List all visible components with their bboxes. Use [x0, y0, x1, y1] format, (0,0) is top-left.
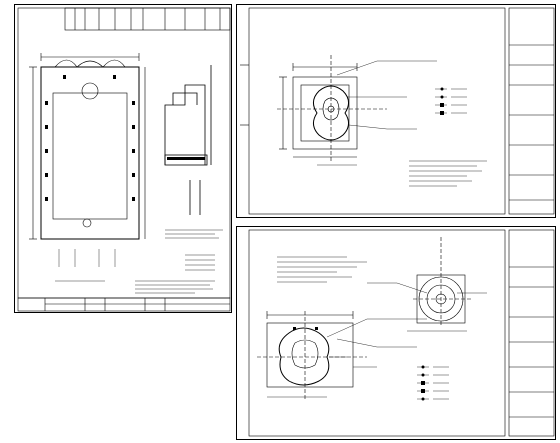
sheet-1-drawing	[17, 7, 231, 312]
drawing-sheet-3	[236, 226, 556, 440]
sheet-2-drawing	[240, 7, 555, 215]
drawing-sheet-2	[236, 4, 556, 218]
drawing-sheet-1	[14, 4, 232, 313]
sheet-3-drawing	[248, 229, 555, 437]
